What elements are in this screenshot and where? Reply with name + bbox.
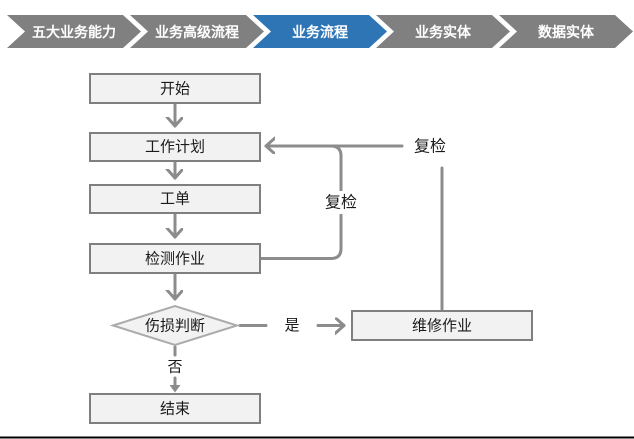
node-label: 工单 [160, 191, 190, 208]
node-shape [89, 393, 261, 424]
nav-step-shape [130, 15, 264, 48]
node-label: 开始 [160, 81, 190, 98]
edge-label-yes: 是 [284, 317, 299, 334]
nav-step-shape [7, 15, 141, 48]
node-shape [89, 243, 261, 274]
nav-step-label: 五大业务能力 [32, 24, 116, 40]
flow-node-start: 开始 [89, 73, 261, 104]
breadcrumb: 五大业务能力 业务高级流程 业务流程 业务实体 数据实体 [7, 15, 633, 48]
arrowhead-into-end [169, 385, 181, 393]
flow-node-work-order: 工单 [89, 184, 261, 214]
node-shape [351, 310, 533, 341]
edge-label-recheck-inner: 复检 [325, 194, 357, 212]
nav-step-shape [253, 15, 387, 48]
edge-label-no: 否 [167, 359, 182, 376]
node-label: 伤损判断 [145, 318, 205, 335]
decision-shape [109, 304, 241, 347]
nav-step-label: 数据实体 [538, 24, 595, 40]
edge-label-recheck-outer: 复检 [414, 138, 446, 156]
node-label: 检测作业 [145, 251, 205, 268]
nav-step-business-entity[interactable]: 业务实体 [376, 15, 510, 48]
nav-step-shape [376, 15, 510, 48]
node-label: 结束 [160, 401, 190, 418]
flow-node-inspection-job: 检测作业 [89, 243, 261, 274]
nav-step-label: 业务高级流程 [155, 24, 239, 40]
nav-step-label: 业务实体 [415, 24, 472, 40]
node-shape [89, 184, 261, 214]
node-shape [89, 73, 261, 104]
nav-step-data-entity[interactable]: 数据实体 [499, 15, 633, 48]
flow-node-repair-job: 维修作业 [351, 310, 533, 341]
node-label: 维修作业 [412, 318, 472, 335]
nav-step-label: 业务流程 [292, 24, 348, 40]
flow-node-damage-decision: 伤损判断 [109, 304, 241, 347]
recheck-inner-label-bg [318, 191, 364, 214]
flow-node-end: 结束 [89, 393, 261, 424]
node-label: 工作计划 [145, 139, 205, 156]
nav-step-high-level-process[interactable]: 业务高级流程 [130, 15, 264, 48]
nav-step-business-process-active[interactable]: 业务流程 [253, 15, 387, 48]
flow-node-work-plan: 工作计划 [89, 132, 261, 162]
bottom-page-rule [0, 436, 634, 439]
node-shape [89, 132, 261, 162]
nav-step-five-capabilities[interactable]: 五大业务能力 [7, 15, 141, 48]
nav-step-shape [499, 15, 633, 48]
flow-connectors [169, 102, 444, 393]
